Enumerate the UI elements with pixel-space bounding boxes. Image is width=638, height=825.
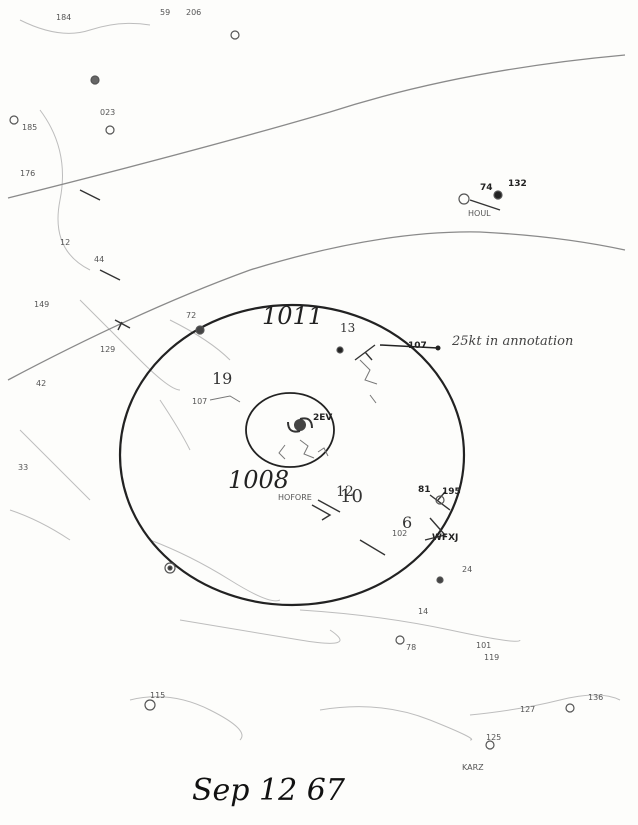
obs-15: 136 <box>588 693 603 702</box>
obs-18: 24 <box>462 565 472 574</box>
obs-11: 107 <box>408 341 427 351</box>
obs-17: 14 <box>418 607 428 616</box>
obs-12: 102 <box>392 529 407 538</box>
obs-8: 023 <box>100 108 115 117</box>
obs-4: 132 <box>508 179 527 189</box>
frontal-lines <box>7 54 626 381</box>
station-houl: HOUL <box>468 209 491 218</box>
station-karz: KARZ <box>462 763 484 772</box>
isobar-1011: 1011 <box>118 302 466 607</box>
annotation-text: 25kt in annotation <box>451 334 573 349</box>
isobar-1008: 1008 <box>228 392 335 494</box>
obs-1: 184 <box>56 13 71 22</box>
isobar-1011-label: 1011 <box>262 302 323 330</box>
obs-9: 149 <box>34 300 49 309</box>
wind-barbs <box>79 189 501 556</box>
obs-6: 185 <box>22 123 37 132</box>
obs-10: 129 <box>100 345 115 354</box>
obs-14: 127 <box>520 705 535 714</box>
obs-21: 33 <box>18 463 28 472</box>
station-circles <box>9 30 575 750</box>
station-ids: WFXJ KARZ HOUL HOFORE <box>278 209 491 772</box>
obs-27: 119 <box>484 653 499 662</box>
obs-28: 101 <box>476 641 491 650</box>
wind-13: 13 <box>340 321 355 335</box>
center-label: 2EV <box>313 413 332 423</box>
obs-13: 125 <box>486 733 501 742</box>
wind-6: 6 <box>402 513 412 532</box>
obs-2: 59 <box>160 8 170 17</box>
wind-12: 12 <box>336 484 354 500</box>
obs-26: 195 <box>442 487 461 497</box>
storm-center: 2EV <box>287 413 332 433</box>
obs-7: 176 <box>20 169 35 178</box>
obs-19: 81 <box>418 485 431 495</box>
obs-20: 78 <box>406 643 416 652</box>
middle-curve <box>7 231 626 381</box>
obs-16: 115 <box>150 691 165 700</box>
wind-10: 10 <box>340 486 363 507</box>
obs-3: 206 <box>186 8 201 17</box>
center-scribbles <box>209 359 378 460</box>
map-date-label: Sep 12 67 <box>192 773 346 808</box>
obs-24: 44 <box>94 255 104 264</box>
wind-annotation: 25kt in annotation <box>379 334 573 351</box>
obs-23: 42 <box>36 379 46 388</box>
obs-22: 12 <box>60 238 70 247</box>
wind-19: 19 <box>212 369 232 388</box>
obs-5: 74 <box>480 183 493 193</box>
station-wfxj: WFXJ <box>432 533 458 543</box>
hand-marks: 12 6 13 19 10 <box>212 321 412 532</box>
obs-29: 72 <box>186 311 196 320</box>
northern-curve <box>7 54 626 199</box>
obs-25: 107 <box>192 397 207 406</box>
observations: 184 59 206 132 74 185 176 023 149 129 10… <box>18 8 603 742</box>
station-hofore: HOFORE <box>278 493 312 502</box>
isobar-1008-label: 1008 <box>228 466 289 494</box>
coastlines <box>9 19 621 741</box>
